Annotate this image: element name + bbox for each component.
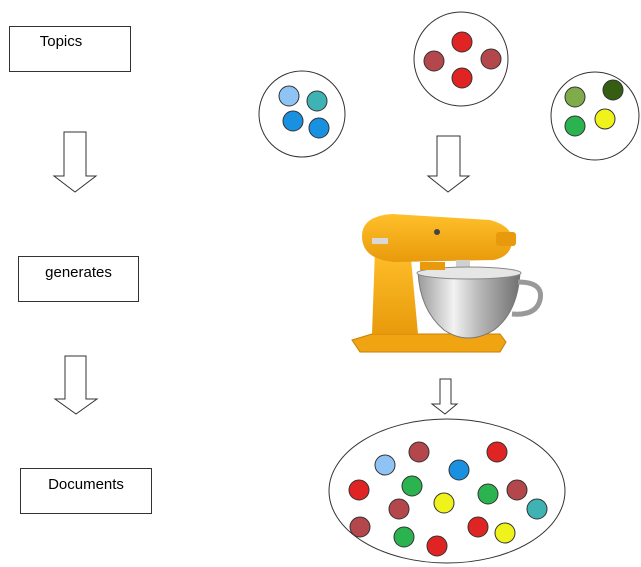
topics-label: Topics	[39, 33, 83, 50]
topic-circle-red	[413, 11, 509, 107]
word-dot	[602, 79, 624, 101]
word-dot	[393, 526, 415, 548]
word-dot	[423, 50, 445, 72]
word-dot	[278, 85, 300, 107]
documents-box: Documents	[20, 468, 152, 514]
word-dot	[594, 108, 616, 130]
documents-label: Documents	[48, 476, 124, 493]
word-dot	[451, 31, 473, 53]
word-dot	[506, 479, 528, 501]
arrow-topics-to-generates	[52, 131, 98, 193]
arrow-topics-to-mixer	[426, 135, 471, 193]
stand-mixer-image	[351, 214, 544, 353]
generates-label: generates	[45, 264, 112, 281]
word-dot	[480, 48, 502, 70]
word-dot	[433, 492, 455, 514]
word-dot	[349, 516, 371, 538]
word-dot	[426, 535, 448, 557]
word-dot	[467, 516, 489, 538]
word-dot	[348, 479, 370, 501]
word-dot	[451, 67, 473, 89]
topic-circle-green	[550, 71, 640, 161]
arrow-generates-to-documents	[53, 355, 99, 415]
document-ellipse	[328, 418, 566, 564]
word-dot	[282, 110, 304, 132]
word-dot	[494, 522, 516, 544]
word-dot	[308, 117, 330, 139]
word-dot	[448, 459, 470, 481]
topic-circle-blue	[258, 70, 346, 158]
word-dot	[306, 90, 328, 112]
word-dot	[408, 441, 430, 463]
word-dot	[374, 454, 396, 476]
word-dot	[401, 475, 423, 497]
arrow-mixer-to-document	[430, 378, 459, 415]
word-dot	[526, 498, 548, 520]
topics-box: Topics	[9, 26, 131, 72]
word-dot	[477, 483, 499, 505]
word-dot	[564, 115, 586, 137]
word-dot	[564, 86, 586, 108]
word-dot	[486, 441, 508, 463]
generates-box: generates	[18, 256, 139, 302]
word-dot	[388, 498, 410, 520]
